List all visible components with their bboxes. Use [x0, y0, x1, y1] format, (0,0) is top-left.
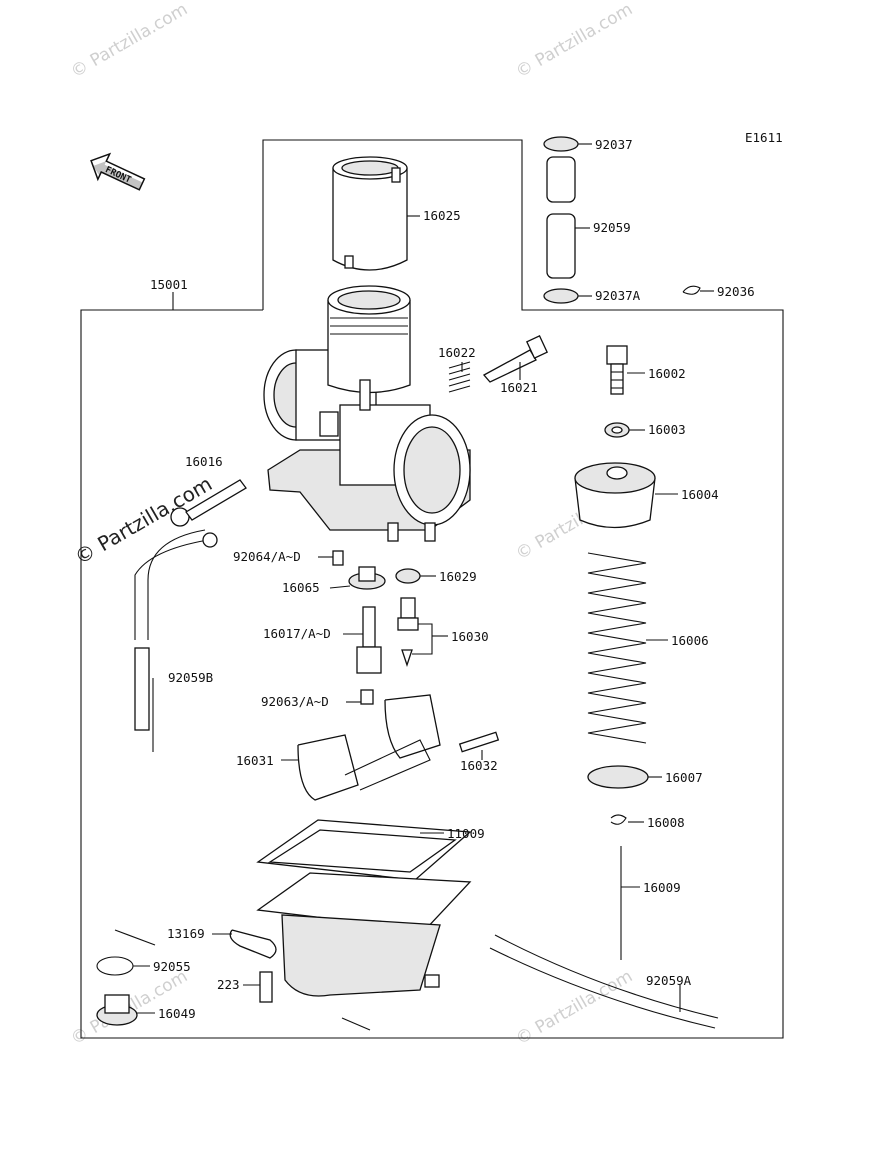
part-main-jet [356, 606, 382, 674]
label-13169: 13169 [167, 926, 205, 941]
part-hose-a-edge [489, 947, 716, 1029]
label-92036: 92036 [717, 284, 755, 299]
part-washer [395, 568, 421, 584]
front-arrow-icon: FRONT [90, 152, 146, 191]
label-16004: 16004 [681, 487, 719, 502]
label-15001: 15001 [150, 277, 188, 292]
part-float-pin [458, 731, 500, 753]
part-top-cap [574, 462, 656, 529]
diagram-code: E1611 [745, 130, 783, 145]
label-16022: 16022 [438, 345, 476, 360]
label-92059: 92059 [593, 220, 631, 235]
label-16029: 16029 [439, 569, 477, 584]
label-16017: 16017/A~D [263, 626, 331, 641]
label-16009: 16009 [643, 880, 681, 895]
part-hose-a [494, 934, 719, 1019]
label-16016: 16016 [185, 454, 223, 469]
label-16006: 16006 [671, 633, 709, 648]
part-bolt [259, 971, 273, 1003]
label-16032: 16032 [460, 758, 498, 773]
part-breather-tube-set [543, 136, 579, 304]
part-pilot-screw [170, 479, 247, 527]
watermark-dark: © Partzilla.com [71, 471, 217, 569]
label-16030: 16030 [451, 629, 489, 644]
label-92059a: 92059A [646, 973, 692, 988]
part-clip [682, 285, 701, 295]
watermark: © Partzilla.com [513, 0, 637, 82]
part-air-screw-set [448, 335, 549, 393]
label-16031: 16031 [236, 753, 274, 768]
label-16025: 16025 [423, 208, 461, 223]
label-11009: 11009 [447, 826, 485, 841]
part-hose-b [134, 529, 218, 731]
watermark: © Partzilla.com [513, 966, 637, 1049]
assembly-outline [80, 139, 784, 1039]
part-nut [604, 422, 630, 438]
label-92063: 92063/A~D [261, 694, 329, 709]
part-bracket [229, 929, 277, 959]
part-labels: 15001 16025 92037 92059 92037A 92036 160… [150, 137, 755, 1021]
label-16021: 16021 [500, 380, 538, 395]
label-92037a: 92037A [595, 288, 641, 303]
label-92055: 92055 [153, 959, 191, 974]
label-16003: 16003 [648, 422, 686, 437]
part-float-bowl [256, 872, 472, 997]
label-16002: 16002 [648, 366, 686, 381]
part-float [297, 694, 441, 801]
part-return-spring [587, 552, 647, 744]
part-carburetor-body [263, 285, 471, 542]
part-needle-set [587, 765, 649, 960]
label-223: 223 [217, 977, 240, 992]
watermark: © Partzilla.com [68, 0, 192, 82]
label-92037: 92037 [595, 137, 633, 152]
label-92059b: 92059B [168, 670, 213, 685]
label-16065: 16065 [282, 580, 320, 595]
leader-lines [114, 143, 714, 1031]
part-o-ring [96, 956, 134, 976]
part-throttle-stop-screw [606, 345, 628, 395]
label-92064: 92064/A~D [233, 549, 301, 564]
label-16008: 16008 [647, 815, 685, 830]
part-needle-jet-holder [348, 566, 386, 590]
part-throttle-valve [332, 156, 408, 271]
part-drain-plug [96, 994, 138, 1026]
label-16049: 16049 [158, 1006, 196, 1021]
label-16007: 16007 [665, 770, 703, 785]
part-jet [332, 550, 344, 566]
part-pilot-jet [360, 689, 374, 705]
part-float-bowl-gasket [256, 819, 472, 881]
part-float-valve [397, 597, 419, 668]
